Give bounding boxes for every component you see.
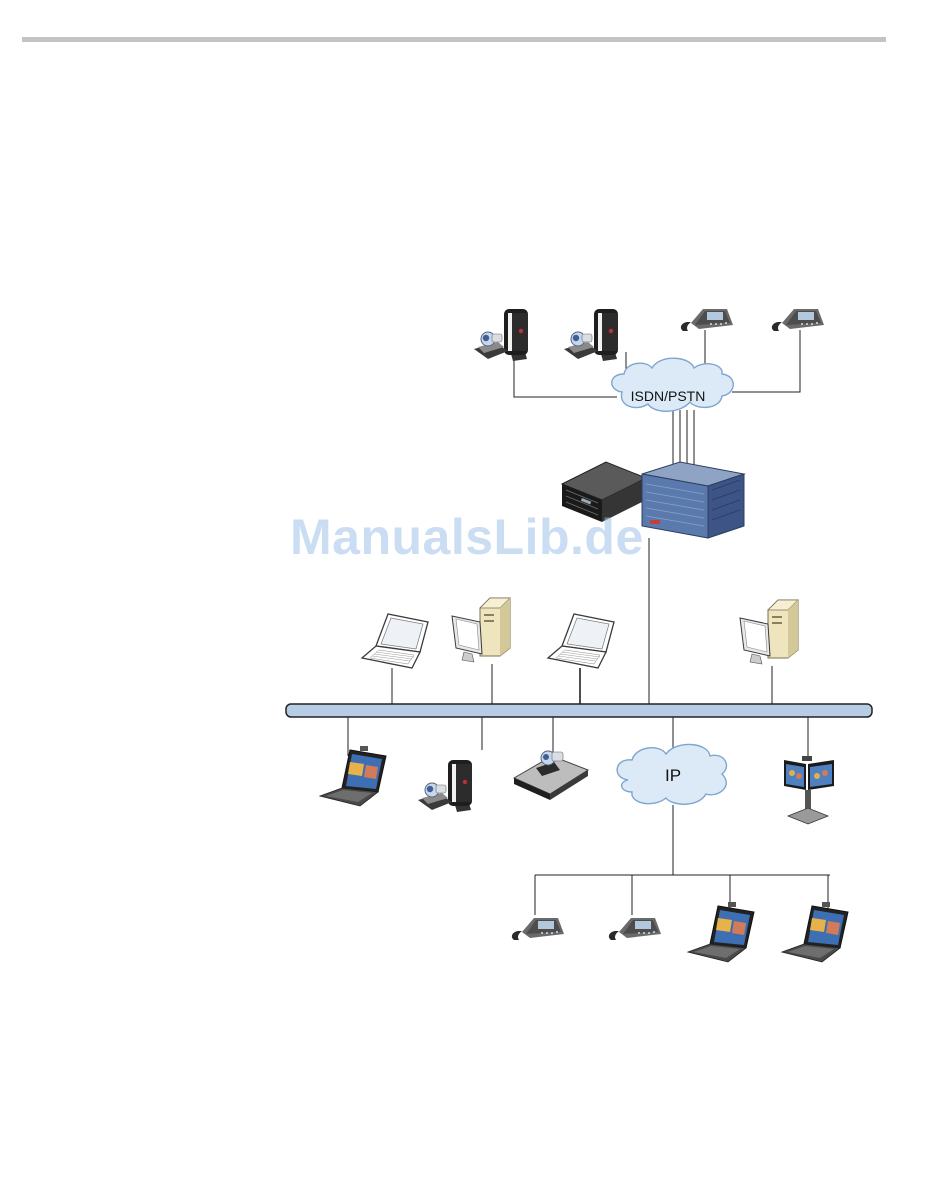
watermark-text: ManualsLib.de (290, 508, 644, 566)
dual-display-system-icon (784, 756, 834, 824)
video-laptop-icon (688, 902, 754, 962)
ip-phone-icon (512, 918, 564, 940)
video-laptop-icon (782, 902, 848, 962)
desktop-pc-icon (740, 600, 798, 664)
ip-phone-icon (681, 309, 733, 331)
ip-label: IP (665, 766, 681, 785)
isdn-pstn-label: ISDN/PSTN (631, 388, 706, 404)
mcu-chassis-icon (642, 462, 744, 538)
link-phone2-isdn (732, 330, 800, 392)
video-endpoint-icon (474, 309, 528, 361)
video-endpoint-icon (418, 760, 472, 812)
lan-bus (286, 704, 872, 717)
desktop-pc-icon (452, 598, 510, 662)
laptop-icon (362, 614, 428, 668)
ip-phone-icon (609, 918, 661, 940)
ip-phone-icon (772, 309, 824, 331)
room-codec-icon (514, 751, 588, 800)
video-laptop-icon (320, 746, 386, 806)
ip-cloud: IP (617, 744, 726, 804)
link-endpoint1-isdn (514, 352, 617, 397)
isdn-pstn-cloud: ISDN/PSTN (612, 358, 734, 411)
video-endpoint-icon (564, 309, 618, 361)
laptop-icon (548, 614, 614, 668)
